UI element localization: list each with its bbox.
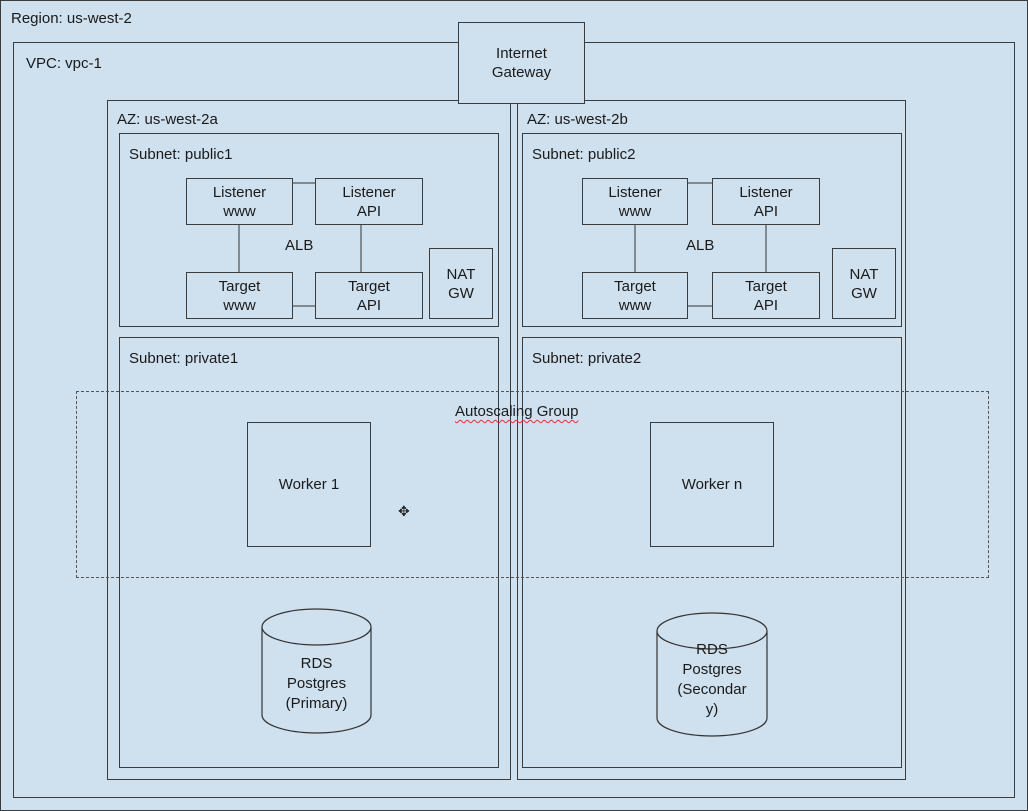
rds-line: Postgres bbox=[682, 661, 742, 678]
internet-gateway[interactable]: Internet Gateway bbox=[458, 22, 585, 104]
node-line: www bbox=[223, 296, 256, 314]
node-line: NAT bbox=[446, 265, 476, 283]
subnet-label: Subnet: public2 bbox=[532, 146, 636, 163]
rds-line: Postgres bbox=[286, 675, 347, 692]
rds-line: y) bbox=[705, 701, 719, 718]
node-line: Listener bbox=[212, 183, 267, 201]
node-line: Target bbox=[218, 277, 261, 295]
igw-line2: Gateway bbox=[491, 64, 552, 81]
node-line: www bbox=[618, 296, 652, 314]
node-line: www bbox=[618, 202, 652, 220]
igw-line1: Internet bbox=[496, 45, 547, 62]
node-line: Target bbox=[614, 277, 656, 295]
asg-label: Autoscaling Group bbox=[455, 403, 578, 420]
worker-label: Worker 1 bbox=[278, 476, 340, 493]
database-cylinder-icon bbox=[261, 608, 372, 734]
rds-line: RDS bbox=[300, 655, 333, 672]
rds-secondary[interactable]: RDS Postgres (Secondar y) bbox=[656, 612, 768, 737]
rds-line: (Primary) bbox=[285, 695, 348, 712]
autoscaling-group[interactable] bbox=[76, 391, 989, 578]
az-label: AZ: us-west-2a bbox=[117, 111, 218, 128]
node-line: API bbox=[356, 296, 382, 314]
subnet-label: Subnet: private2 bbox=[532, 350, 642, 367]
rds-primary[interactable]: RDS Postgres (Primary) bbox=[261, 608, 372, 734]
node-line: Listener bbox=[739, 183, 793, 201]
vpc-label: VPC: vpc-1 bbox=[26, 55, 102, 72]
node-line: Target bbox=[745, 277, 787, 295]
subnet-label: Subnet: private1 bbox=[129, 350, 239, 367]
node-line: Listener bbox=[608, 183, 662, 201]
worker-n[interactable]: Worker n bbox=[650, 422, 774, 547]
node-line: API bbox=[753, 202, 779, 220]
asg-label-text: Autoscaling Group bbox=[455, 403, 579, 420]
node-line: GW bbox=[851, 284, 877, 302]
database-cylinder-icon bbox=[656, 612, 768, 737]
region-label: Region: us-west-2 bbox=[11, 10, 132, 27]
az-label: AZ: us-west-2b bbox=[527, 111, 628, 128]
worker-label: Worker n bbox=[681, 476, 743, 493]
node-line: API bbox=[753, 296, 779, 314]
node-line: NAT bbox=[849, 265, 879, 283]
node-line: Target bbox=[348, 277, 390, 295]
subnet-label: Subnet: public1 bbox=[129, 146, 233, 163]
rds-line: (Secondar bbox=[677, 681, 747, 698]
alb-label-a: ALB bbox=[283, 237, 316, 254]
node-line: API bbox=[356, 202, 382, 220]
alb-label-b: ALB bbox=[684, 237, 717, 254]
node-line: GW bbox=[448, 284, 474, 302]
node-line: www bbox=[223, 202, 256, 220]
rds-line: RDS bbox=[696, 641, 728, 658]
move-cursor-icon: ✥ bbox=[398, 504, 410, 520]
node-line: Listener bbox=[342, 183, 396, 201]
worker-1[interactable]: Worker 1 bbox=[247, 422, 371, 547]
